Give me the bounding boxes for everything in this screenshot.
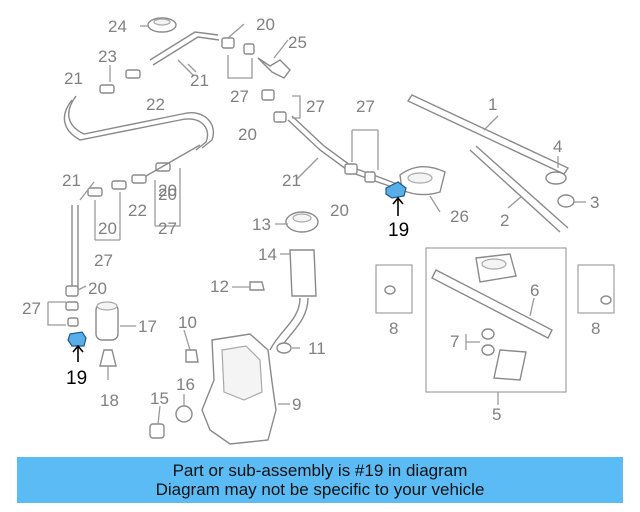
callout-26: 26 <box>450 207 469 226</box>
callout-27-b: 27 <box>306 97 325 116</box>
callout-19-left: 19 <box>66 368 87 389</box>
callout-20-b: 20 <box>238 125 257 144</box>
banner-line-2: Diagram may not be specific to your vehi… <box>155 480 485 499</box>
callout-18: 18 <box>100 391 119 410</box>
callout-24: 24 <box>108 17 127 36</box>
callout-16: 16 <box>176 375 195 394</box>
small-fasteners <box>149 349 199 439</box>
callout-25: 25 <box>288 33 307 52</box>
callout-3: 3 <box>590 193 599 212</box>
callout-21-d: 21 <box>62 171 81 190</box>
washer-pump-17 <box>95 301 119 367</box>
highlighted-part-19-left <box>67 331 87 362</box>
callout-17: 17 <box>138 317 157 336</box>
wiper-motor-linkage-5 <box>425 247 567 393</box>
filler-neck-and-cap <box>249 211 319 353</box>
callout-10: 10 <box>178 313 197 332</box>
callout-7: 7 <box>450 332 459 351</box>
callout-2: 2 <box>500 211 509 230</box>
callout-20-d: 20 <box>158 185 177 204</box>
washer-hose-left <box>71 144 201 290</box>
callout-21-c: 21 <box>282 171 301 190</box>
callout-20-f: 20 <box>98 219 117 238</box>
callout-4: 4 <box>553 137 562 156</box>
callout-20-e: 20 <box>88 279 107 298</box>
callout-21-a: 21 <box>64 69 83 88</box>
callout-23: 23 <box>98 47 117 66</box>
washer-nozzle-26 <box>399 166 446 196</box>
callout-1: 1 <box>488 95 497 114</box>
parts-diagram: 1 2 3 4 5 6 7 8 8 9 10 11 12 13 14 15 16… <box>22 15 615 445</box>
callout-numbers: 1 2 3 4 5 6 7 8 8 9 10 11 12 13 14 15 16… <box>22 15 600 424</box>
connectors-top-middle <box>221 37 398 189</box>
washer-hose-upper-left <box>63 17 220 151</box>
callout-19-right: 19 <box>388 220 409 241</box>
callout-22-a: 22 <box>146 95 165 114</box>
callout-12: 12 <box>210 277 229 296</box>
callout-8-left: 8 <box>389 319 398 338</box>
callout-6: 6 <box>530 281 539 300</box>
callout-15: 15 <box>150 389 169 408</box>
wiper-blade-and-arm <box>406 94 575 233</box>
callout-27-c: 27 <box>356 97 375 116</box>
callout-13: 13 <box>252 215 271 234</box>
callout-11: 11 <box>308 339 326 358</box>
callout-20-c: 20 <box>330 201 349 220</box>
part-8-boxes <box>375 264 615 314</box>
washer-reservoir-9 <box>201 333 292 445</box>
banner-line-1: Part or sub-assembly is #19 in diagram <box>172 461 468 480</box>
callout-20-a: 20 <box>256 15 275 34</box>
callout-20-g: 20 <box>158 181 177 200</box>
callout-5: 5 <box>492 405 501 424</box>
callout-9: 9 <box>292 395 301 414</box>
callout-27-e: 27 <box>22 299 41 318</box>
callout-27-d: 27 <box>94 251 113 270</box>
callout-21-b: 21 <box>190 71 209 90</box>
callout-8-right: 8 <box>591 319 600 338</box>
leader-lines <box>47 23 586 425</box>
connectors-left-lower <box>65 285 79 327</box>
info-banner: Part or sub-assembly is #19 in diagram D… <box>17 457 623 503</box>
callout-14: 14 <box>258 245 277 264</box>
callout-27-a: 27 <box>230 87 249 106</box>
highlighted-part-19-right <box>385 181 407 216</box>
callout-22-b: 22 <box>128 201 147 220</box>
callout-27-f: 27 <box>158 219 177 238</box>
